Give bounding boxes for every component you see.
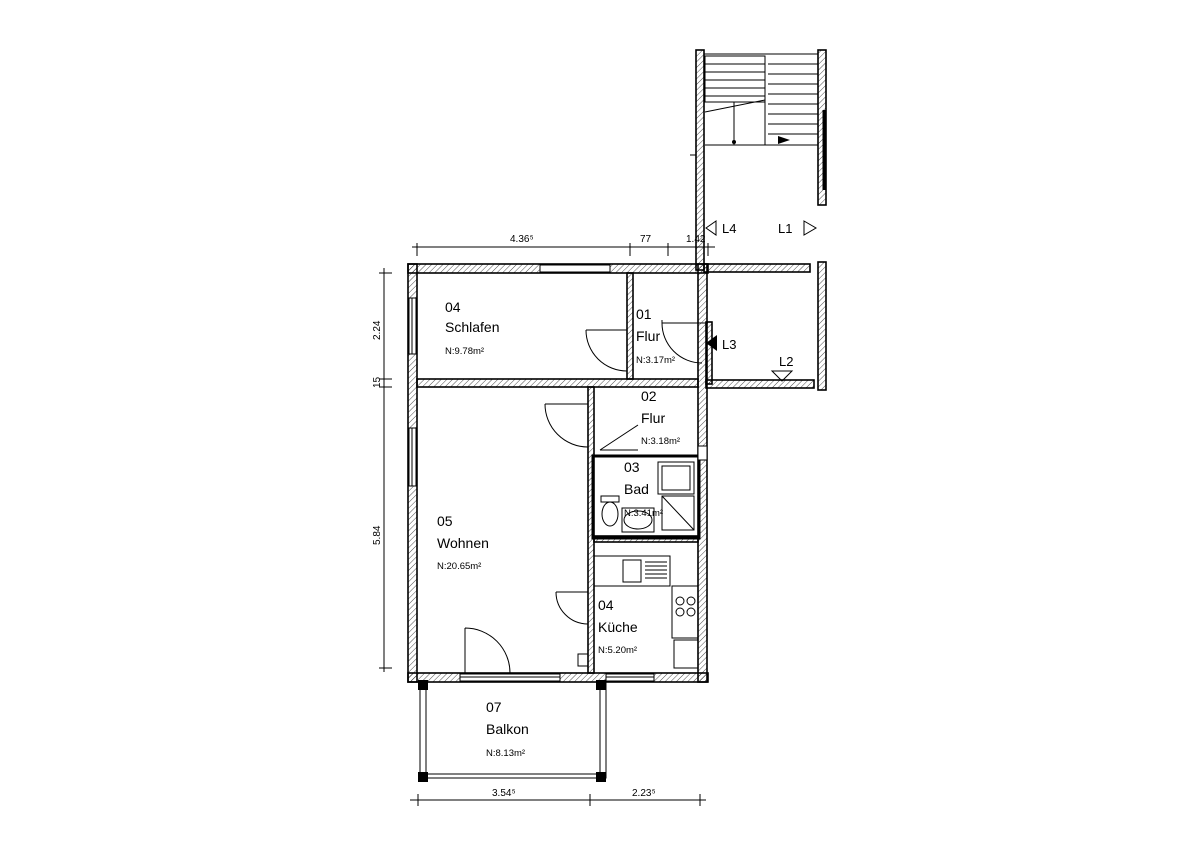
dim-left-wall: 15 xyxy=(372,376,383,388)
room-name: Schlafen xyxy=(445,319,499,335)
room-name: Balkon xyxy=(486,721,529,737)
room-flur-01: 01 Flur N:3.17m² xyxy=(636,306,675,366)
dim-bottom-balkon: 3.54⁵ xyxy=(492,788,516,799)
room-kueche: 04 Küche N:5.20m² xyxy=(598,597,638,656)
dim-left-schlafen: 2.24 xyxy=(372,320,383,340)
room-number: 04 xyxy=(598,597,614,613)
balcony xyxy=(418,680,607,782)
section-markers xyxy=(705,220,817,382)
room-area: N:5.20m² xyxy=(598,645,637,656)
kitchen-fixtures xyxy=(593,555,699,669)
room-flur-02: 02 Flur N:3.18m² xyxy=(641,388,680,447)
room-schlafen: 04 Schlafen N:9.78m² xyxy=(445,299,499,357)
room-name: Küche xyxy=(598,619,638,635)
room-balkon: 07 Balkon N:8.13m² xyxy=(486,699,529,759)
room-area: N:20.65m² xyxy=(437,561,481,572)
marker-L4: L4 xyxy=(722,221,736,236)
doors xyxy=(464,320,713,674)
marker-L2: L2 xyxy=(779,354,793,369)
bathroom-fixtures xyxy=(600,461,695,533)
room-bad: 03 Bad N:3.41m² xyxy=(624,459,663,519)
room-number: 07 xyxy=(486,699,502,715)
room-area: N:3.18m² xyxy=(641,436,680,447)
marker-L1: L1 xyxy=(778,221,792,236)
room-number: 04 xyxy=(445,299,461,315)
room-name: Bad xyxy=(624,481,649,497)
room-area: N:9.78m² xyxy=(445,346,484,357)
room-wohnen: 05 Wohnen N:20.65m² xyxy=(437,513,489,572)
room-number: 03 xyxy=(624,459,640,475)
room-area: N:8.13m² xyxy=(486,748,525,759)
dim-top-corridor: 1.42 xyxy=(686,234,706,245)
corridor-wall-top xyxy=(703,263,811,273)
marker-L3: L3 xyxy=(722,337,736,352)
dim-left-wohnen: 5.84 xyxy=(372,525,383,545)
staircase xyxy=(690,49,827,271)
room-area: N:3.17m² xyxy=(636,355,675,366)
dim-top-flur: 77 xyxy=(640,234,652,245)
dim-bottom-kueche: 2.23⁵ xyxy=(632,788,656,799)
dim-top-schlafen: 4.36⁵ xyxy=(510,234,534,245)
room-name: Flur xyxy=(636,328,660,344)
room-number: 05 xyxy=(437,513,453,529)
walls xyxy=(407,263,709,683)
room-name: Wohnen xyxy=(437,535,489,551)
room-name: Flur xyxy=(641,410,665,426)
room-area: N:3.41m² xyxy=(624,508,663,519)
room-number: 01 xyxy=(636,306,652,322)
dimension-lines xyxy=(379,243,715,806)
room-number: 02 xyxy=(641,388,657,404)
